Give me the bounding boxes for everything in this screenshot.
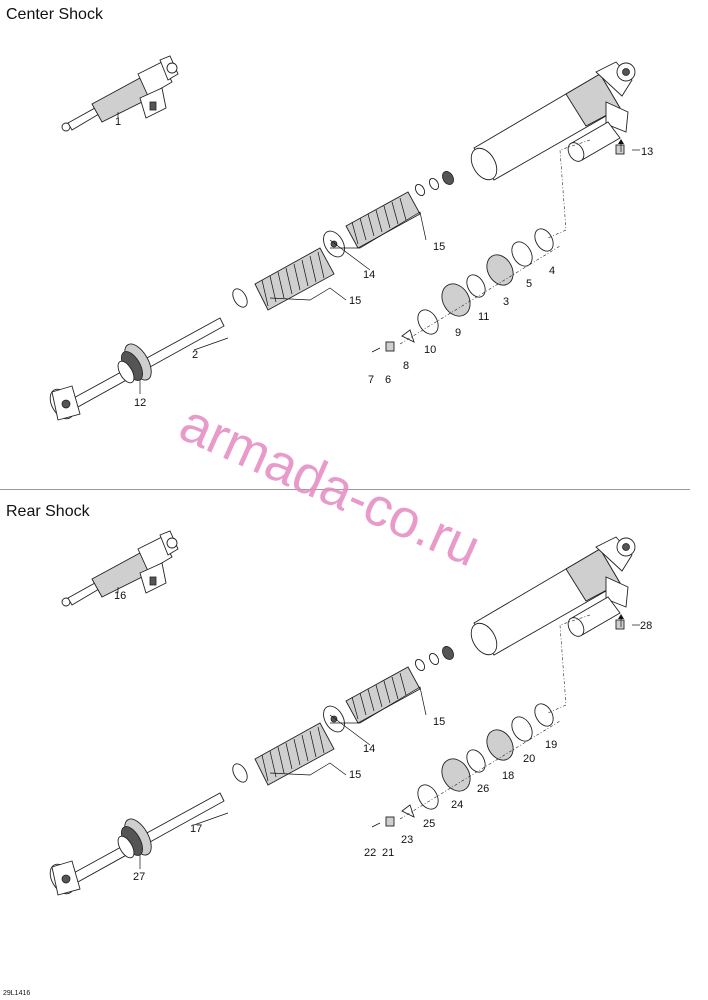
- part-label: 22: [364, 847, 376, 859]
- part-label: 25: [423, 818, 435, 830]
- part-label: 15: [433, 716, 445, 728]
- part-label: 1: [115, 116, 121, 128]
- part-label: 15: [349, 295, 361, 307]
- part-label: 21: [382, 847, 394, 859]
- part-label: 23: [401, 834, 413, 846]
- part-label: 14: [363, 743, 375, 755]
- section-title-center-shock: Center Shock: [6, 6, 103, 23]
- part-label: 4: [549, 265, 555, 277]
- part-label: 5: [526, 278, 532, 290]
- part-label: 16: [114, 590, 126, 602]
- part-label: 10: [424, 344, 436, 356]
- part-label: 15: [433, 241, 445, 253]
- part-label: 14: [363, 269, 375, 281]
- part-label: 7: [368, 374, 374, 386]
- part-label: 19: [545, 739, 557, 751]
- part-label: 17: [190, 823, 202, 835]
- part-label: 3: [503, 296, 509, 308]
- part-label: 24: [451, 799, 463, 811]
- part-label: 15: [349, 769, 361, 781]
- part-label: 2: [192, 349, 198, 361]
- part-label: 26: [477, 783, 489, 795]
- part-label: 27: [133, 871, 145, 883]
- rear-shock-labels: 16 17 18 19 20 21 22 23 24 25 26 27 28 1…: [114, 590, 652, 883]
- section-title-rear-shock: Rear Shock: [6, 503, 90, 520]
- part-label: 12: [134, 397, 146, 409]
- part-label: 20: [523, 753, 535, 765]
- drawing-code: 29L1416: [3, 990, 31, 997]
- part-label: 28: [640, 620, 652, 632]
- part-label: 13: [641, 146, 653, 158]
- section-divider: [0, 489, 690, 490]
- part-label: 6: [385, 374, 391, 386]
- center-shock-labels: 1 2 3 4 5 6 7 8 9 10 11 12 13 14 15 15: [115, 116, 653, 409]
- part-label: 8: [403, 360, 409, 372]
- part-label: 18: [502, 770, 514, 782]
- part-label: 9: [455, 327, 461, 339]
- part-label: 11: [478, 311, 489, 323]
